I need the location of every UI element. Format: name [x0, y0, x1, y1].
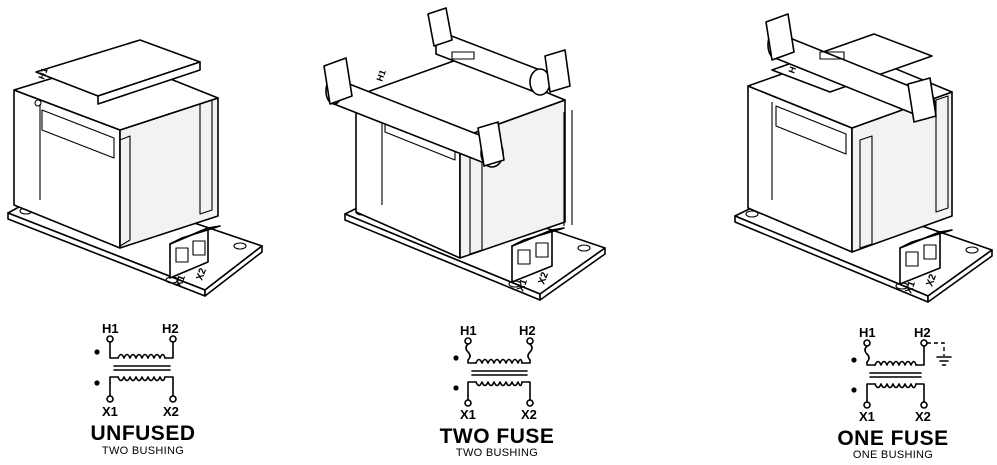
base-terminal-x1-one-fuse: X1 [903, 279, 918, 295]
label-h2-two-fuse: H2 [519, 323, 536, 338]
panel-one-fuse: H1 X1 X2 H1 H2 [734, 13, 993, 461]
label-h2-unfused: H2 [162, 321, 179, 336]
fuse-front [323, 57, 505, 168]
title-unfused: UNFUSED [90, 422, 195, 445]
base-terminal-x2-unfused: X2 [194, 266, 209, 282]
base-terminal-x1-unfused: X1 [173, 273, 188, 289]
schematic-one-fuse: H1 H2 X1 X2 [851, 325, 952, 424]
transformer-drawing-unfused: H1 X1 X2 [7, 39, 263, 297]
subtitle-two-fuse: TWO BUSHING [456, 447, 538, 459]
subtitle-one-fuse: ONE BUSHING [853, 449, 933, 461]
schematic-unfused: H1 H2 X1 X2 [94, 321, 179, 419]
panel-unfused: H1 X1 X2 H1 H2 X1 [7, 39, 263, 457]
title-one-fuse: ONE FUSE [837, 427, 948, 450]
base-terminal-x2-two-fuse: X2 [536, 270, 551, 286]
label-x1-two-fuse: X1 [460, 407, 476, 422]
fuse-single [765, 13, 937, 123]
label-x2-unfused: X2 [163, 404, 179, 419]
base-terminal-x2-one-fuse: X2 [924, 272, 939, 288]
label-h2-one-fuse: H2 [914, 325, 931, 340]
label-x1-one-fuse: X1 [859, 409, 875, 424]
panel-two-fuse: H1 X1 [323, 7, 606, 459]
label-x1-unfused: X1 [102, 404, 118, 419]
base-terminal-x1-two-fuse: X1 [515, 277, 530, 293]
title-two-fuse: TWO FUSE [440, 425, 555, 448]
label-h1-one-fuse: H1 [859, 325, 876, 340]
label-x2-two-fuse: X2 [521, 407, 537, 422]
fuse-back [427, 7, 571, 96]
label-h1-unfused: H1 [102, 321, 119, 336]
ground-icon [936, 356, 952, 366]
subtitle-unfused: TWO BUSHING [102, 445, 184, 457]
schematic-two-fuse: H1 H2 X1 X2 [453, 323, 537, 422]
transformer-drawing-two-fuse: H1 X1 [323, 7, 606, 301]
svg-text:H1: H1 [374, 68, 387, 82]
svg-text:H1: H1 [36, 66, 49, 80]
label-x2-one-fuse: X2 [915, 409, 931, 424]
label-h1-two-fuse: H1 [460, 323, 477, 338]
transformer-drawing-one-fuse: H1 X1 X2 [734, 13, 993, 303]
